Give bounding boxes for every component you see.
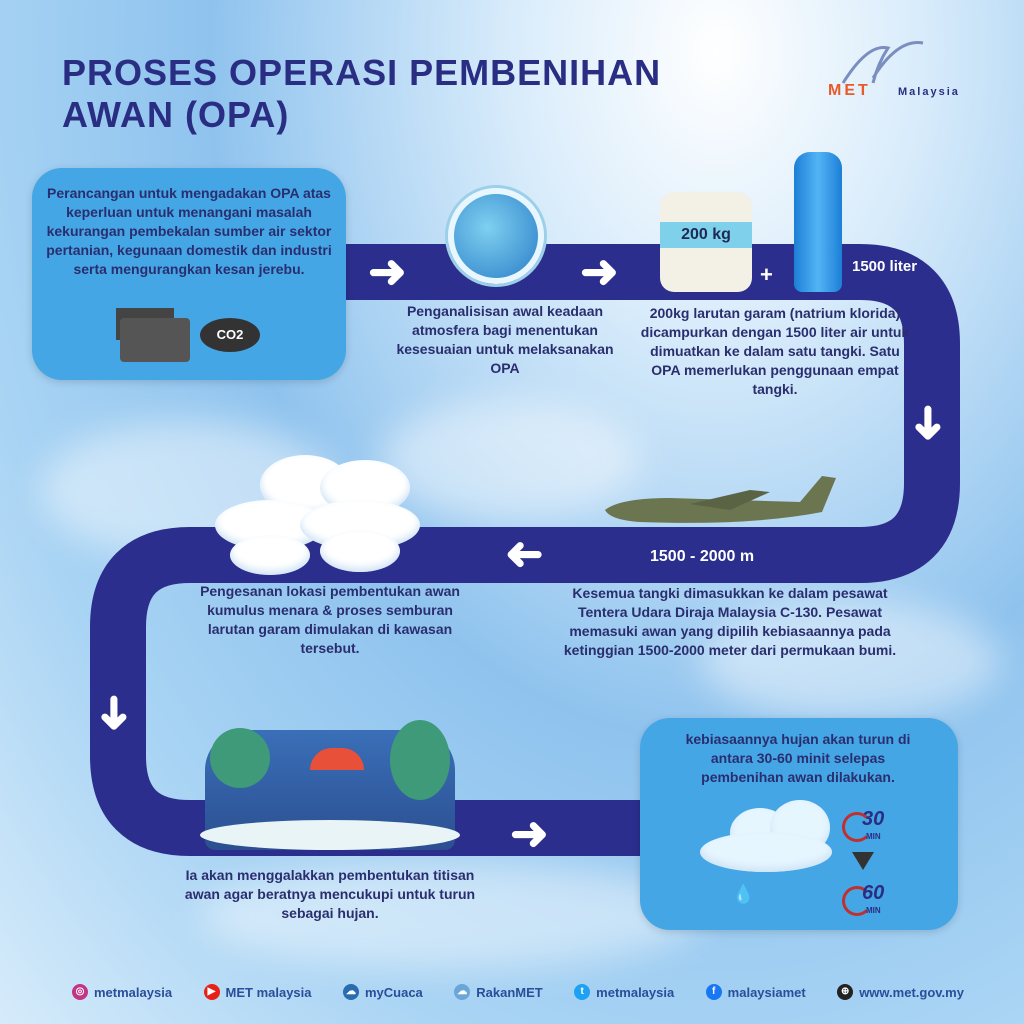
arrow-down-icon: ➜ (89, 693, 142, 733)
footer-instagram-link[interactable]: ◎metmalaysia (72, 984, 172, 1000)
social-footer: ◎metmalaysia ▶MET malaysia ☁myCuaca ☁Rak… (72, 984, 964, 1000)
timer-30-icon: 30 MIN (842, 808, 890, 848)
background-cloud (200, 860, 700, 970)
raindrops-icon: 💧 (732, 884, 769, 904)
footer-website-link[interactable]: ⊕www.met.gov.my (837, 984, 964, 1000)
twitter-icon: t (574, 984, 591, 1000)
chevron-down-icon (852, 852, 874, 870)
globe-icon: ⊕ (837, 984, 854, 1000)
umbrella-icon (310, 748, 364, 770)
background-cloud (700, 600, 1000, 720)
c130-aircraft-icon (605, 476, 836, 523)
step-planning-text: Perancangan untuk mengadakan OPA atas ke… (46, 185, 332, 277)
salt-weight-label: 200 kg (660, 222, 752, 248)
footer-rakanmet-link[interactable]: ☁RakanMET (454, 984, 543, 1000)
step-mixing-text: 200kg larutan garam (natrium klorida) di… (640, 305, 910, 397)
altitude-label: 1500 - 2000 m (650, 548, 755, 565)
step-droplets-text: Ia akan menggalakkan pembentukan titisan… (184, 867, 476, 921)
youtube-icon: ▶ (203, 984, 220, 1000)
arrow-right-icon: ➜ (368, 245, 407, 297)
timer-60-icon: 60 MIN (842, 882, 890, 922)
arrow-down-icon: ➜ (903, 403, 956, 443)
water-bottle-icon (794, 152, 842, 292)
globe-icon (448, 188, 544, 284)
footer-mycuaca-link[interactable]: ☁myCuaca (342, 984, 423, 1000)
facebook-icon: f (705, 984, 722, 1000)
plus-sign: + (760, 262, 773, 287)
step-aircraft-text: Kesemua tangki dimasukkan ke dalam pesaw… (563, 585, 897, 658)
factory-icon (120, 318, 190, 362)
arrow-left-icon: ➜ (505, 527, 544, 579)
tree-icon (390, 720, 450, 800)
step-analysis-text: Penganalisisan awal keadaan atmosfera ba… (396, 303, 614, 376)
instagram-icon: ◎ (72, 984, 88, 1000)
step-detection-text: Pengesanan lokasi pembentukan awan kumul… (200, 583, 460, 656)
rakanmet-icon: ☁ (454, 984, 471, 1000)
co2-cloud-icon: CO2 (200, 318, 260, 352)
step-rain-text: kebiasaannya hujan akan turun di antara … (685, 731, 911, 785)
background-cloud (380, 400, 640, 520)
grass-ground (200, 820, 460, 850)
arrow-right-icon: ➜ (580, 245, 619, 297)
footer-youtube-link[interactable]: ▶MET malaysia (203, 984, 312, 1000)
water-volume-label: 1500 liter (852, 258, 918, 275)
mycuaca-icon: ☁ (342, 984, 359, 1000)
logo-swoosh-icon (841, 40, 924, 84)
tree-icon (210, 728, 270, 788)
arrow-right-icon: ➜ (510, 807, 549, 859)
